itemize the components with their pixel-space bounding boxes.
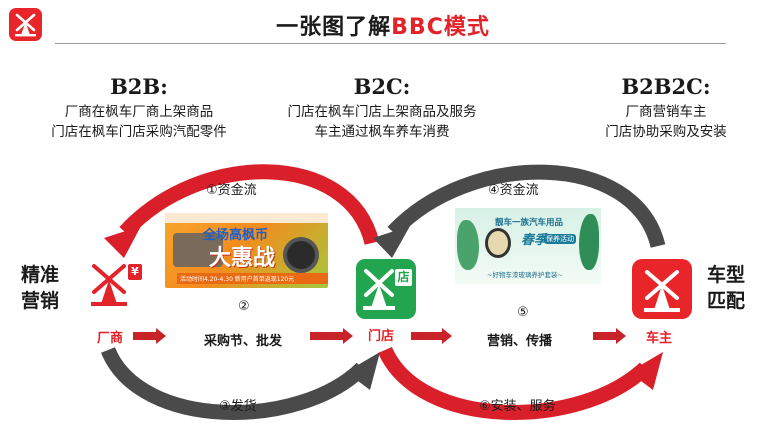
model-name: B2C: (353, 74, 411, 99)
flow-arc-3 (101, 346, 368, 420)
owner-node (632, 259, 692, 319)
banner-top-strip (165, 213, 328, 223)
flow-label-4: ④资金流 (488, 183, 539, 198)
spring-banner: 靓车一族汽车用品 春季 保养活动 ~好物车漆玻璃养护套装~ (455, 208, 601, 284)
car-image (173, 233, 223, 267)
brand-logo (9, 8, 42, 41)
model-line: 车主通过枫车养车消费 (314, 124, 450, 140)
leaf-left (457, 220, 479, 270)
windmill-store-icon (363, 269, 412, 310)
spring-line4: ~好物车漆玻璃养护套装~ (487, 271, 563, 279)
flow-arrowhead-6 (629, 352, 663, 390)
promo-banner: 全场高枫币 大惠战 活动时间4.20-4.30 新用户首单返现120元 (165, 213, 328, 288)
flow-arrowhead-4 (373, 226, 410, 258)
model-line: 门店协助采购及安装 (605, 124, 727, 140)
promo-line1: 全场高枫币 (203, 228, 269, 243)
model-line: 门店在枫车门店上架商品及服务 (287, 104, 477, 120)
flow-label-6: ⑥安装、服务 (479, 399, 556, 414)
yen-badge: ¥ (131, 265, 139, 278)
flow-arrowhead-3 (346, 352, 380, 390)
model-b2b: B2B: 厂商在枫车厂商上架商品 门店在枫车门店采购汽配零件 (19, 74, 259, 142)
manufacturer-node: ¥ (86, 258, 144, 308)
promo-line2: 大惠战 (209, 246, 276, 271)
arrow-mfr-step2 (310, 328, 353, 344)
owner-label: 车主 (646, 331, 673, 346)
windmill-icon (644, 270, 680, 312)
flow-arrowhead-1 (104, 226, 141, 258)
model-b2b2c: B2B2C: 厂商营销车主 门店协助采购及安装 (546, 74, 766, 142)
flow-text-2: 采购节、批发 (204, 334, 283, 349)
product-image (485, 228, 511, 258)
flow-arc-1 (119, 164, 380, 246)
promo-line3: 活动时间4.20-4.30 新用户首单返现120元 (177, 273, 328, 284)
model-line: 门店在枫车门店采购汽配零件 (51, 124, 227, 140)
title-divider (55, 43, 726, 44)
leaf-right (579, 214, 599, 270)
store-node: 店 (356, 259, 416, 319)
tire-image (283, 237, 319, 273)
arrow-store-step1 (411, 328, 452, 344)
model-b2c: B2C: 门店在枫车门店上架商品及服务 车主通过枫车养车消费 (262, 74, 502, 142)
store-label: 门店 (368, 329, 395, 344)
spring-line3: 保养活动 (544, 234, 576, 244)
side-label-left: 精准营销 (20, 264, 59, 312)
windmill-yen-icon (91, 264, 142, 306)
flow-label-2: ② (238, 299, 250, 314)
side-label-right: 车型匹配 (706, 264, 745, 312)
model-name: B2B: (110, 74, 168, 99)
arrow-mfr-step1 (133, 328, 166, 344)
model-name: B2B2C: (621, 74, 711, 99)
flow-label-1: ①资金流 (206, 183, 257, 198)
page-title: 一张图了解BBC模式 (276, 15, 490, 40)
arrow-store-step2 (593, 328, 626, 344)
store-badge: 店 (397, 270, 410, 284)
flow-label-3: ③发货 (219, 399, 257, 414)
flow-arc-6 (378, 346, 651, 420)
spring-line2: 春季 (521, 233, 548, 248)
manufacturer-label: 厂商 (97, 331, 124, 346)
windmill-icon (15, 13, 36, 37)
flow-arc-4 (387, 164, 666, 249)
model-line: 厂商营销车主 (625, 104, 707, 120)
flow-label-5: ⑤ (517, 305, 529, 320)
flow-text-5: 营销、传播 (487, 334, 553, 349)
spring-line1: 靓车一族汽车用品 (495, 218, 564, 228)
model-line: 厂商在枫车厂商上架商品 (64, 104, 214, 120)
